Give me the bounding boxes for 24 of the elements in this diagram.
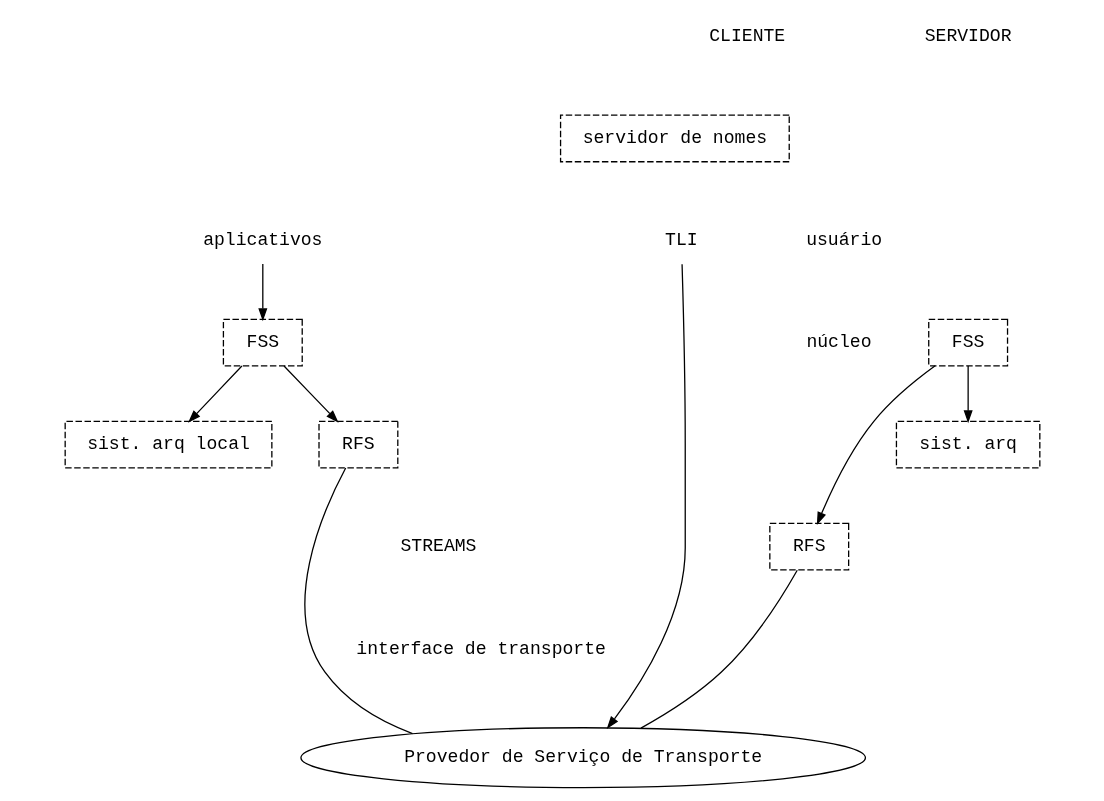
arrow (963, 365, 973, 424)
node-text: TLI (664, 230, 698, 251)
node-box: RFS (317, 420, 398, 469)
node-box: FSS (927, 318, 1008, 367)
node-box: RFS (768, 522, 849, 571)
node-text: aplicativos (202, 230, 322, 251)
label: STREAMS (400, 536, 476, 557)
label: usuário (805, 230, 882, 251)
label: SERVIDOR (924, 26, 1012, 47)
arrow (282, 365, 339, 423)
node-box: sist. arq (895, 420, 1040, 469)
node-ellipse: Provedor de Serviço de Transporte (299, 727, 866, 789)
node-box: servidor de nomes (559, 114, 790, 163)
arrow (606, 263, 686, 730)
label: núcleo (805, 332, 871, 353)
arrow (187, 365, 243, 423)
connector (303, 467, 413, 735)
arrow (816, 365, 936, 525)
arrow (257, 263, 267, 322)
connector (639, 569, 798, 729)
label: CLIENTE (708, 26, 785, 47)
node-box: FSS (222, 318, 303, 367)
node-box: sist. arq local (64, 420, 272, 469)
label: interface de transporte (355, 638, 606, 659)
